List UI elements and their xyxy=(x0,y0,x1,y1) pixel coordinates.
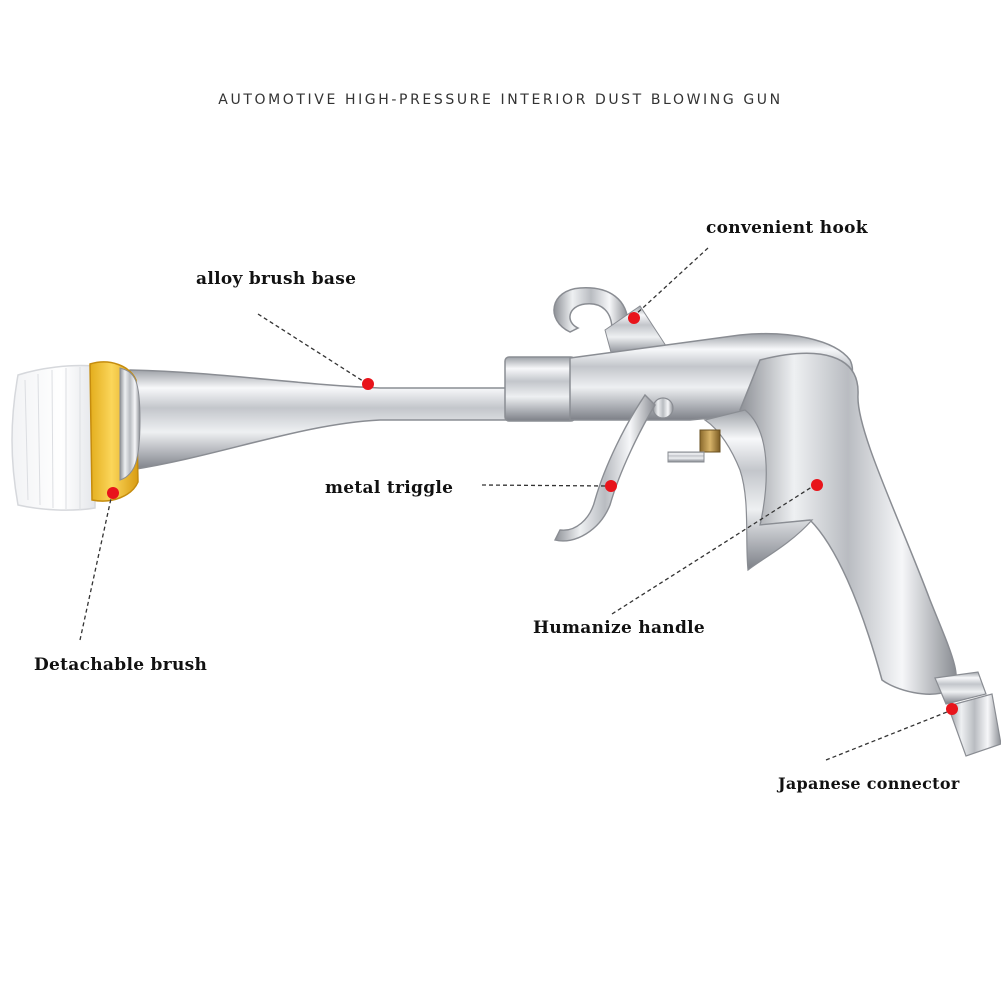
leader-connector xyxy=(825,709,953,761)
connector-body xyxy=(934,671,987,705)
leader-brush xyxy=(79,493,113,641)
marker-handle xyxy=(811,479,823,491)
barrel-sleeve xyxy=(504,356,576,422)
brush-cap xyxy=(119,367,141,481)
diagram-title: AUTOMOTIVE HIGH-PRESSURE INTERIOR DUST B… xyxy=(218,92,783,108)
leader-hook xyxy=(633,247,709,317)
connector-tip xyxy=(947,693,1001,757)
marker-triggle xyxy=(605,480,617,492)
leader-brush-base xyxy=(257,313,367,384)
leader-triggle xyxy=(481,484,609,487)
callout-alloy-brush-base: alloy brush base xyxy=(196,269,357,289)
trigger-shape xyxy=(553,393,656,542)
callout-metal-triggle: metal triggle xyxy=(325,478,454,498)
marker-brush-base xyxy=(362,378,374,390)
callout-japanese-connector: Japanese connector xyxy=(778,774,960,793)
marker-brush xyxy=(107,487,119,499)
barrel-shape xyxy=(129,369,511,471)
valve-nut xyxy=(699,429,721,453)
callout-convenient-hook: convenient hook xyxy=(706,218,868,238)
trigger-pivot xyxy=(652,397,674,419)
valve-stem xyxy=(667,451,705,463)
callout-humanize-handle: Humanize handle xyxy=(533,618,706,638)
marker-connector xyxy=(946,703,958,715)
callout-detachable-brush: Detachable brush xyxy=(34,655,208,675)
marker-hook xyxy=(628,312,640,324)
brush-bristles xyxy=(11,364,96,511)
handle-grip xyxy=(703,409,814,572)
leader-handle xyxy=(611,484,816,615)
